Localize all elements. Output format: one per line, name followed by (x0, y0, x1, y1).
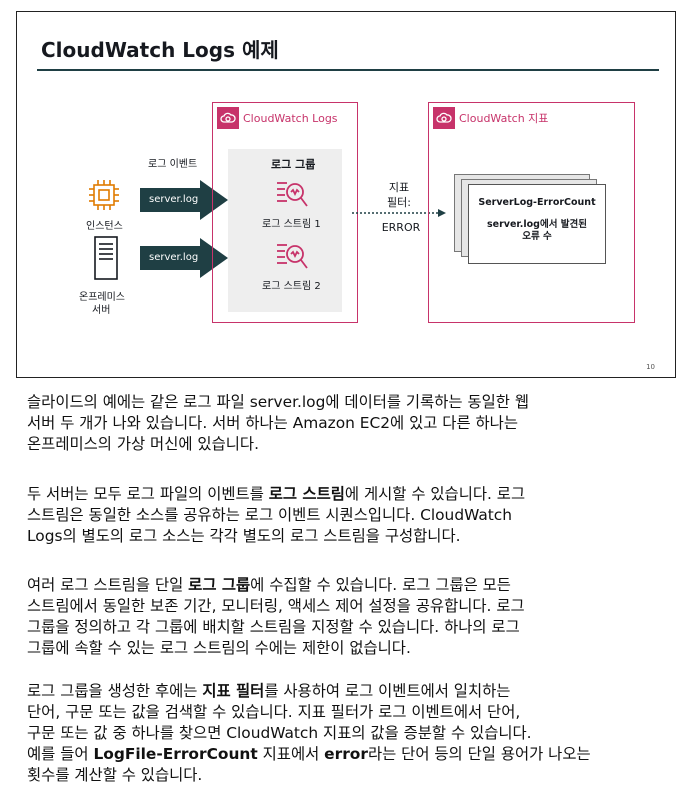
filter-line2: 필터: (387, 196, 411, 209)
cloudwatch-metrics-group: CloudWatch 지표 (428, 102, 635, 323)
arrow-server-log-1 (140, 180, 228, 220)
metric-card: ServerLog-ErrorCount server.log에서 발견된 오류… (468, 184, 606, 264)
log-group-panel (228, 149, 342, 312)
log-stream-1-icon (277, 182, 308, 207)
onprem-server-icon (94, 236, 118, 280)
cloudwatch-metrics-label: CloudWatch 지표 (459, 112, 549, 125)
slide: CloudWatch Logs 예제 로그 이벤트 인스턴스 온프레미스 서버 … (16, 11, 676, 378)
arrow1-label: server.log (149, 194, 199, 205)
p2-line3: Logs의 별도의 로그 소스는 각각 별도의 로그 스트림을 구성합니다. (27, 527, 461, 545)
p1-line: 온프레미스의 가상 머신에 있습니다. (27, 435, 259, 453)
p3-line1: 여러 로그 스트림을 단일 로그 그룹에 수집할 수 있습니다. 로그 그룹은 … (27, 576, 511, 594)
filter-line1: 지표 (388, 181, 410, 194)
p3-line4: 그룹에 속할 수 있는 로그 스트림의 수에는 제한이 없습니다. (27, 639, 411, 657)
onprem-label-line1: 온프레미스 (79, 292, 125, 303)
log-stream-2-label: 로그 스트림 2 (262, 281, 321, 292)
log-stream-1-label: 로그 스트림 1 (262, 219, 321, 230)
cloudwatch-logs-label: CloudWatch Logs (243, 111, 338, 125)
ec2-instance-icon (89, 180, 119, 210)
cloudwatch-logs-group: CloudWatch Logs (212, 102, 358, 323)
cloudwatch-metrics-icon (433, 107, 455, 129)
log-group-title: 로그 그룹 (271, 158, 316, 171)
p4-line4: 예를 들어 LogFile-ErrorCount 지표에서 error라는 단어… (27, 745, 591, 763)
p3-line3: 그룹을 정의하고 각 그룹에 배치할 스트림을 지정할 수 있습니다. 하나의 … (27, 618, 520, 636)
filter-value: ERROR (381, 221, 421, 234)
paragraph-3: 여러 로그 스트림을 단일 로그 그룹에 수집할 수 있습니다. 로그 그룹은 … (27, 575, 667, 659)
p4-line2: 단어, 구문 또는 값을 검색할 수 있습니다. 지표 필터가 로그 이벤트에서… (27, 703, 521, 721)
paragraph-4: 로그 그룹을 생성한 후에는 지표 필터를 사용하여 로그 이벤트에서 일치하는… (27, 681, 667, 786)
p4-line5: 횟수를 계산할 수 있습니다. (27, 766, 203, 784)
page-number: 10 (646, 363, 655, 371)
instance-label: 인스턴스 (86, 221, 123, 232)
paragraph-1: 슬라이드의 예에는 같은 로그 파일 server.log에 데이터를 기록하는… (27, 392, 667, 455)
p1-line: 슬라이드의 예에는 같은 로그 파일 server.log에 데이터를 기록하는… (27, 393, 529, 411)
slide-title: CloudWatch Logs 예제 (41, 38, 279, 62)
onprem-label-line2: 서버 (92, 305, 111, 316)
arrow-server-log-2 (140, 238, 228, 278)
metric-desc-line2: 오류 수 (522, 231, 552, 242)
p3-line2: 스트림에서 동일한 보존 기간, 모니터링, 액세스 제어 설정을 공유합니다.… (27, 597, 525, 615)
p2-line1: 두 서버는 모두 로그 파일의 이벤트를 로그 스트림에 게시할 수 있습니다.… (27, 485, 526, 503)
title-divider (37, 69, 659, 71)
p4-line1: 로그 그룹을 생성한 후에는 지표 필터를 사용하여 로그 이벤트에서 일치하는 (27, 682, 511, 700)
p2-line2: 스트림은 동일한 소스를 공유하는 로그 이벤트 시퀀스입니다. CloudWa… (27, 506, 512, 524)
metric-filter-connector (352, 209, 446, 217)
metric-description: server.log에서 발견된 오류 수 (469, 219, 605, 243)
cloudwatch-icon (217, 107, 239, 129)
arrow2-label: server.log (149, 252, 199, 263)
p1-line: 서버 두 개가 나와 있습니다. 서버 하나는 Amazon EC2에 있고 다… (27, 414, 518, 432)
p4-line3: 구문 또는 값 중 하나를 찾으면 CloudWatch 지표의 값을 증분할 … (27, 724, 532, 742)
metric-name: ServerLog-ErrorCount (478, 197, 596, 208)
paragraph-2: 두 서버는 모두 로그 파일의 이벤트를 로그 스트림에 게시할 수 있습니다.… (27, 484, 667, 547)
log-stream-2-icon (277, 244, 308, 269)
log-events-label: 로그 이벤트 (148, 159, 198, 170)
metric-desc-line1: server.log에서 발견된 (487, 219, 587, 230)
